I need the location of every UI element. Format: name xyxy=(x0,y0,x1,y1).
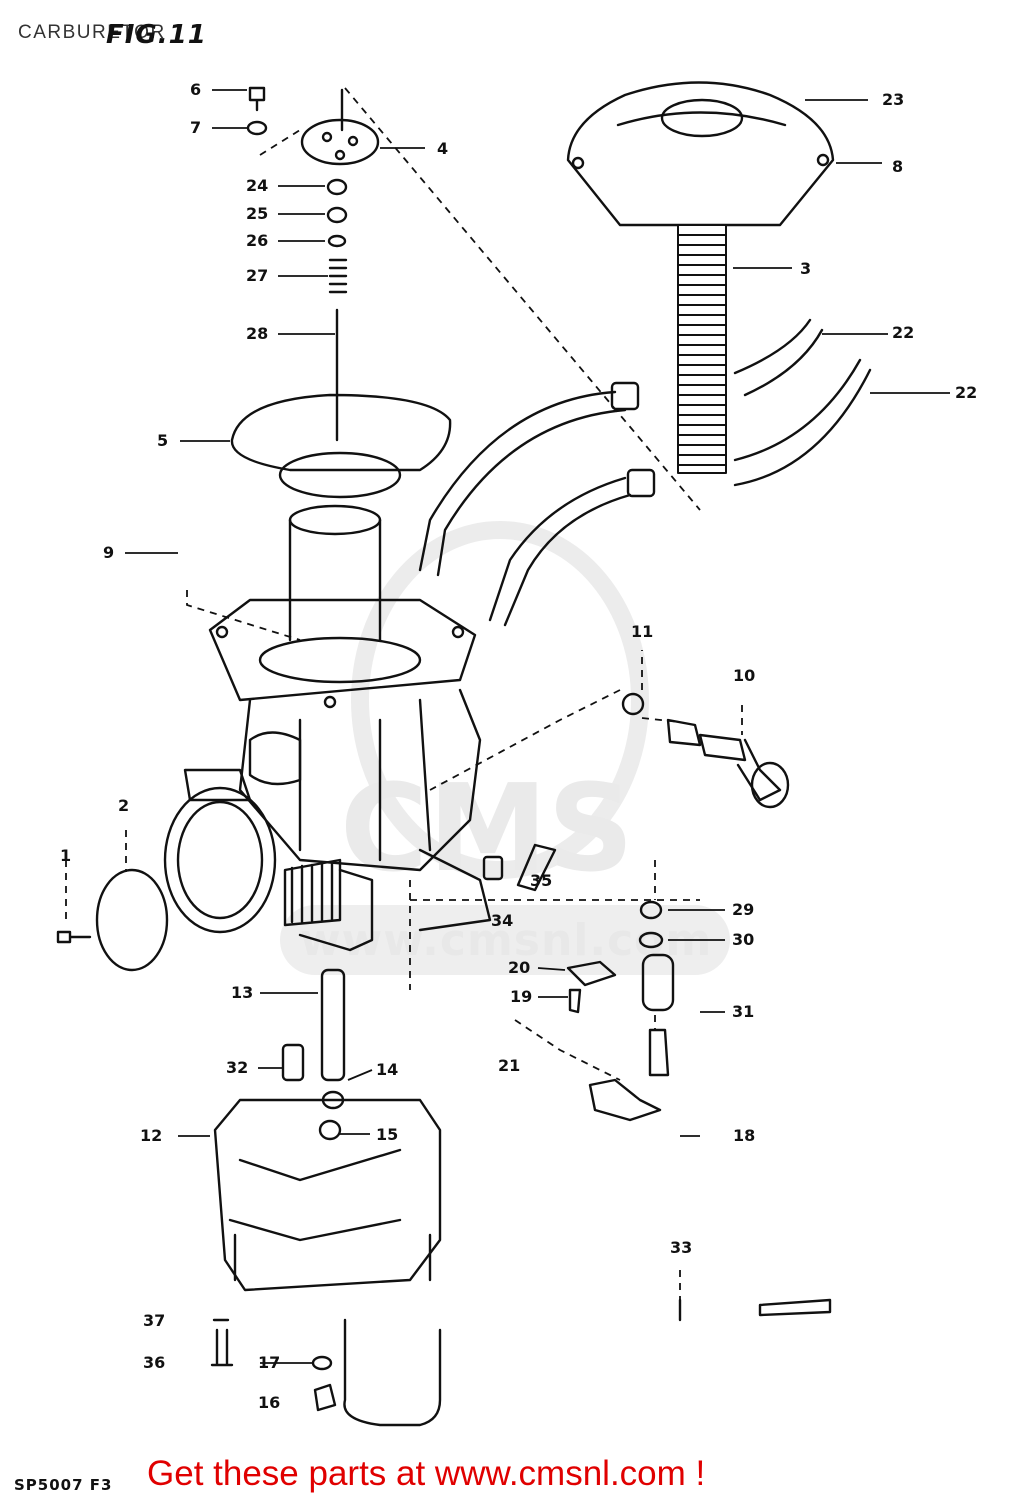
callout-21: 21 xyxy=(498,1056,521,1075)
callout-31: 31 xyxy=(732,1002,755,1021)
callout-26: 26 xyxy=(246,231,269,250)
callout-22a: 22 xyxy=(892,323,915,342)
diagram-code: SP5007 F3 xyxy=(14,1476,113,1494)
washer-29 xyxy=(639,900,663,920)
callout-5: 5 xyxy=(157,431,169,450)
hose-lower xyxy=(733,358,872,487)
callout-4: 4 xyxy=(437,139,449,158)
callout-36: 36 xyxy=(143,1353,166,1372)
side-cover xyxy=(95,868,169,972)
callout-25: 25 xyxy=(246,204,269,223)
callout-37: 37 xyxy=(143,1311,166,1330)
callout-30: 30 xyxy=(732,930,755,949)
callout-1: 1 xyxy=(60,846,72,865)
callout-35: 35 xyxy=(530,871,553,890)
page-title: CARBURETOR xyxy=(18,22,166,43)
callout-29: 29 xyxy=(732,900,755,919)
callout-3: 3 xyxy=(800,259,812,278)
callout-34: 34 xyxy=(491,911,514,930)
o-ring-11 xyxy=(621,692,645,716)
intake-bore xyxy=(163,786,277,934)
figure-label: FIG.11 xyxy=(106,20,207,50)
callout-32: 32 xyxy=(226,1058,249,1077)
callout-13: 13 xyxy=(231,983,254,1002)
carburetor-body-flange xyxy=(208,598,477,702)
callout-2: 2 xyxy=(118,796,130,815)
float-valve-31 xyxy=(641,953,675,1012)
hose-left-b xyxy=(488,476,632,627)
callout-24: 24 xyxy=(246,176,269,195)
drain-screw-36 xyxy=(210,1318,234,1367)
callout-9: 9 xyxy=(103,543,115,562)
bracket-20 xyxy=(566,960,617,987)
air-jet-34 xyxy=(482,855,504,881)
callout-10: 10 xyxy=(733,666,756,685)
callout-22b: 22 xyxy=(955,383,978,402)
spring xyxy=(677,224,727,474)
float-bowl xyxy=(213,1098,442,1292)
screw-6 xyxy=(248,86,266,112)
diaphragm-cover xyxy=(566,81,835,227)
parts-link[interactable]: Get these parts at www.cmsnl.com ! xyxy=(147,1454,706,1493)
callout-20: 20 xyxy=(508,958,531,977)
callout-19: 19 xyxy=(510,987,533,1006)
needle-clip xyxy=(328,258,348,294)
needle-jet-13 xyxy=(320,968,346,1082)
callout-15: 15 xyxy=(376,1125,399,1144)
throttle-spring xyxy=(283,858,342,927)
callout-14: 14 xyxy=(376,1060,399,1079)
pilot-jet-35 xyxy=(516,843,557,892)
callout-27: 27 xyxy=(246,266,269,285)
hose-left-a xyxy=(418,390,627,577)
callout-23: 23 xyxy=(882,90,905,109)
washer-7 xyxy=(246,120,268,136)
float-pin-19 xyxy=(568,988,582,1014)
callout-8: 8 xyxy=(892,157,904,176)
vacuum-piston xyxy=(230,393,452,472)
carburetor-body xyxy=(238,688,482,872)
callout-28: 28 xyxy=(246,324,269,343)
callout-7: 7 xyxy=(190,118,202,137)
top-cap xyxy=(300,118,380,166)
screw-1 xyxy=(56,930,92,944)
callout-12: 12 xyxy=(140,1126,163,1145)
jet-32 xyxy=(281,1043,305,1082)
callout-17: 17 xyxy=(258,1353,281,1372)
hose-upper xyxy=(733,318,824,397)
svg-text:CMS: CMS xyxy=(340,760,634,899)
callout-18: 18 xyxy=(733,1126,756,1145)
washer-30 xyxy=(638,931,664,949)
callout-16: 16 xyxy=(258,1393,281,1412)
callout-33: 33 xyxy=(670,1238,693,1257)
choke-plunger xyxy=(666,718,782,802)
callout-6: 6 xyxy=(190,80,202,99)
callout-11: 11 xyxy=(631,622,654,641)
